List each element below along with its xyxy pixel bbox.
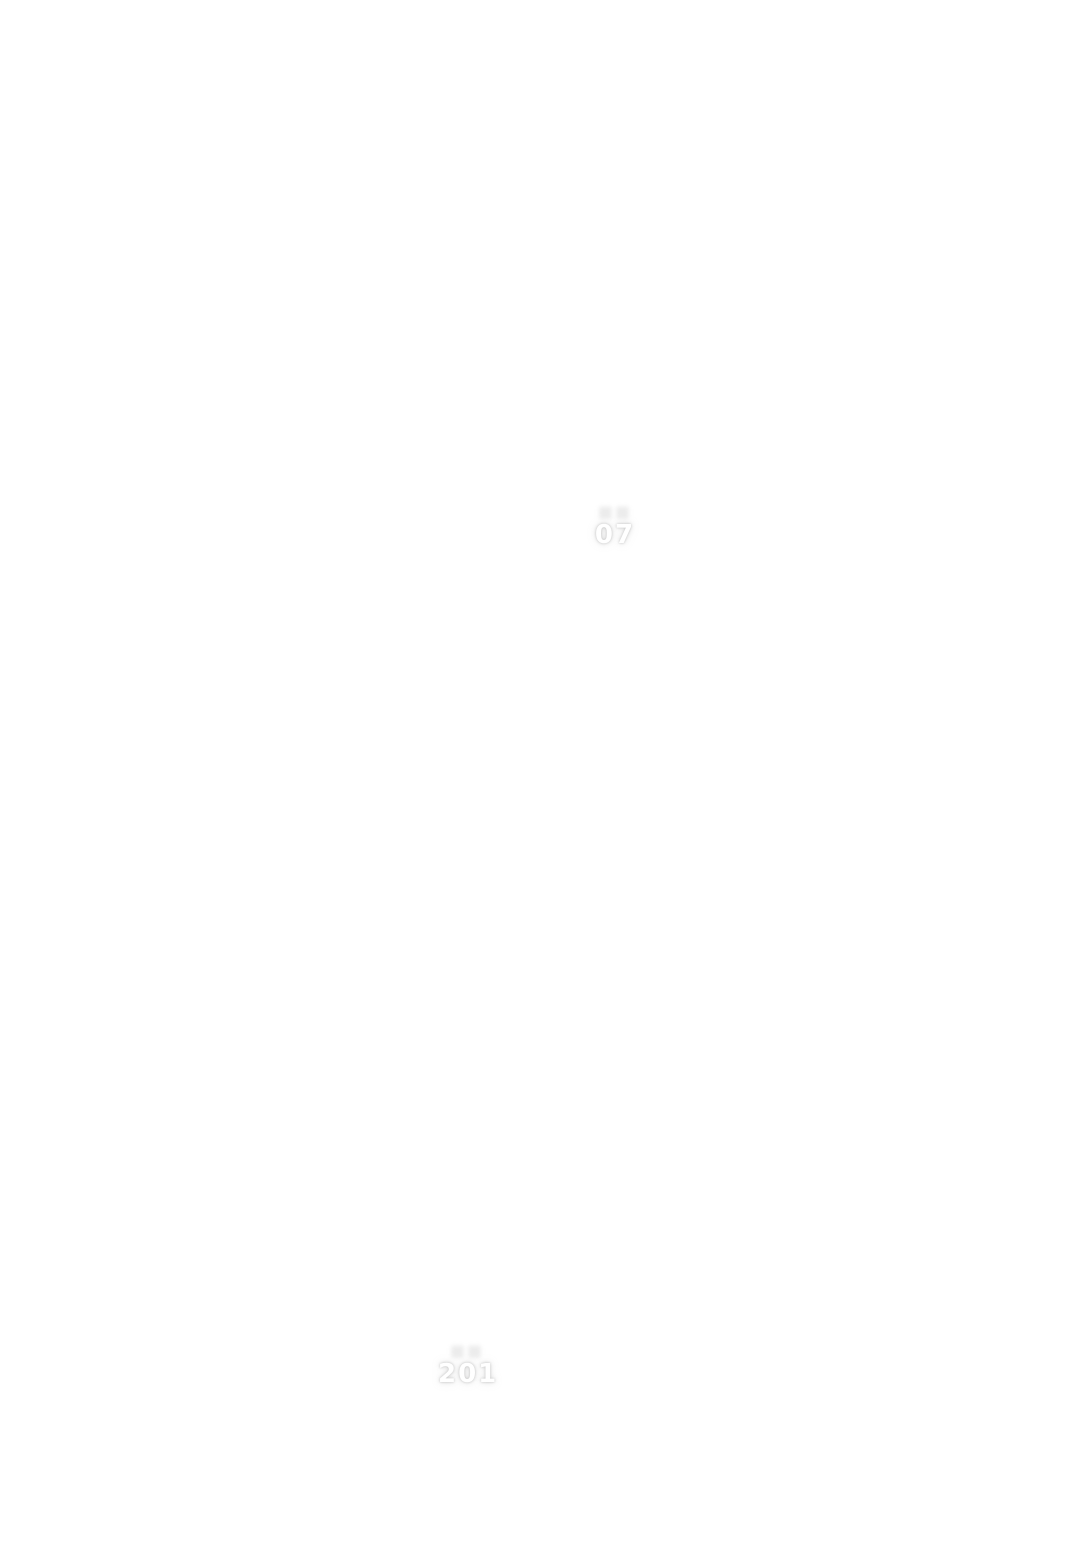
upper-faded-label: ■■ 07 [590, 502, 640, 550]
lower-faded-label-glyphs: ■■ [449, 1341, 485, 1360]
lower-faded-label-text: 201 [438, 1359, 499, 1389]
lower-faded-label: ■■ 201 [438, 1341, 499, 1389]
upper-faded-label-text: 07 [594, 520, 636, 550]
upper-faded-label-glyphs: ■■ [597, 502, 633, 521]
